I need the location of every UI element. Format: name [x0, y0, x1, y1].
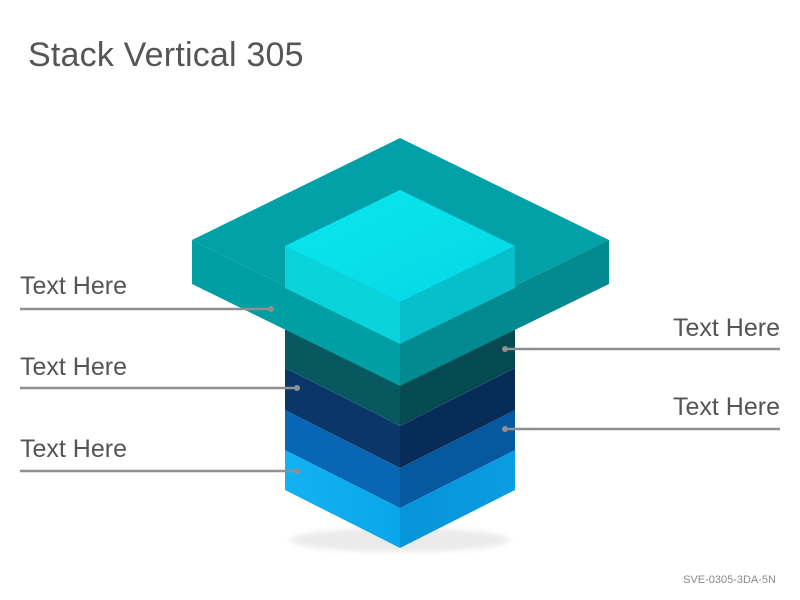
connector-left-2-dot: [294, 385, 300, 391]
connector-right-2-dot: [502, 426, 508, 432]
layer-cyan-cube-left-face: [285, 246, 400, 344]
footer-code: SVE-0305-3DA-5N: [683, 574, 776, 586]
layer-dark-teal-right-face: [400, 318, 515, 426]
page-title: Stack Vertical 305: [28, 36, 304, 74]
layer-cyan-cube: [285, 190, 515, 344]
label-left-2: Text Here: [20, 353, 127, 381]
label-left-1: Text Here: [20, 272, 127, 300]
layer-light-blue-right-face: [400, 450, 515, 548]
connector-left-3-dot: [294, 468, 300, 474]
layer-blue: [285, 410, 515, 508]
layer-blue-right-face: [400, 410, 515, 508]
layer-teal-slab-left-face: [192, 240, 400, 386]
layer-teal-slab-right-face: [400, 240, 609, 386]
layer-dark-teal: [285, 318, 515, 426]
connector-left-1-dot: [268, 306, 274, 312]
label-left-3: Text Here: [20, 435, 127, 463]
label-right-1: Text Here: [673, 314, 780, 342]
label-right-2: Text Here: [673, 393, 780, 421]
layer-light-blue: [285, 450, 515, 548]
connector-right-1-dot: [502, 346, 508, 352]
layer-light-blue-left-face: [285, 450, 400, 548]
layer-dark-teal-left-face: [285, 318, 400, 426]
layer-navy-right-face: [400, 368, 515, 468]
layer-navy: [285, 368, 515, 468]
layer-navy-left-face: [285, 368, 400, 468]
layer-blue-left-face: [285, 410, 400, 508]
layer-cyan-cube-right-face: [400, 246, 515, 344]
connector-lines: [20, 306, 780, 474]
